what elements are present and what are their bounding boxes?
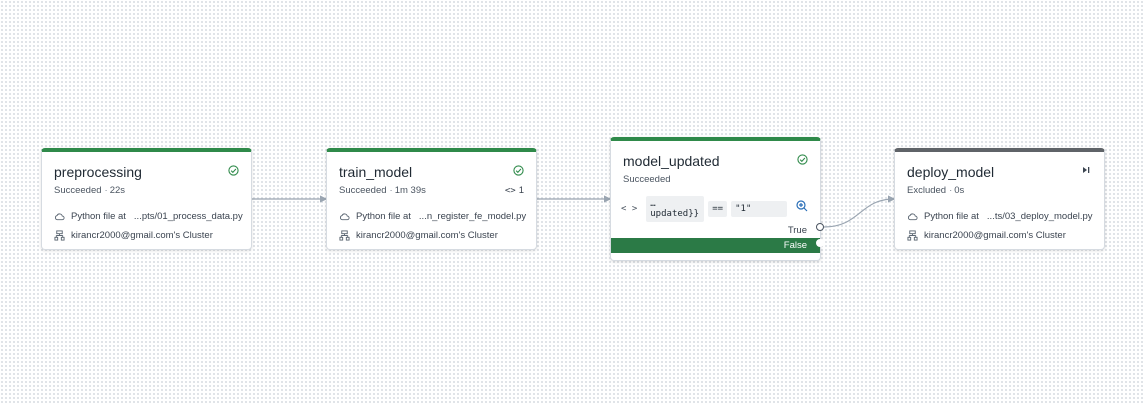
file-path[interactable]: ...n_register_fe_model.py (418, 211, 527, 222)
task-status: Excluded·0s (907, 185, 964, 196)
code-brackets-icon: <> (504, 186, 516, 196)
separator: · (949, 185, 953, 196)
task-status: Succeeded (623, 174, 671, 185)
cluster-icon (54, 230, 65, 241)
task-node-model-updated[interactable]: model_updated Succeeded < > …updated}} =… (610, 137, 821, 261)
cloud-icon (55, 213, 65, 221)
file-path[interactable]: ...ts/03_deploy_model.py (986, 211, 1093, 222)
zoom-in-icon[interactable] (796, 200, 808, 212)
file-label: Python file at (356, 211, 411, 222)
status-text: Succeeded (339, 185, 387, 196)
skip-forward-icon (1083, 167, 1090, 173)
duration-text: 22s (109, 185, 126, 196)
check-circle-icon (228, 165, 239, 176)
file-path[interactable]: ...pts/01_process_data.py (133, 211, 243, 222)
task-file-row: Python file at ...pts/01_process_data.py (54, 211, 243, 222)
task-node-train-model[interactable]: train_model Succeeded·1m 39s <>1 Python … (326, 148, 537, 250)
branch-true: True (611, 224, 820, 238)
cluster-name[interactable]: kirancr2000@gmail.com's Cluster (356, 230, 498, 241)
cluster-icon (907, 230, 918, 241)
cloud-icon (340, 213, 350, 221)
false-label: False (783, 240, 807, 251)
task-cluster-row: kirancr2000@gmail.com's Cluster (907, 230, 1066, 241)
task-title: preprocessing (54, 164, 142, 180)
status-text: Succeeded (623, 174, 671, 185)
condition-expression: < > …updated}} == "1" (621, 196, 791, 222)
task-title: train_model (339, 164, 413, 180)
right-operand: "1" (731, 201, 788, 217)
task-cluster-row: kirancr2000@gmail.com's Cluster (339, 230, 498, 241)
operator: == (708, 201, 728, 217)
separator: · (389, 185, 393, 196)
cloud-icon (908, 213, 918, 221)
task-cluster-row: kirancr2000@gmail.com's Cluster (54, 230, 213, 241)
duration-text: 1m 39s (394, 185, 426, 196)
left-operand: …updated}} (646, 196, 705, 222)
separator: · (104, 185, 108, 196)
file-label: Python file at (71, 211, 126, 222)
check-circle-icon (797, 154, 808, 165)
cluster-name[interactable]: kirancr2000@gmail.com's Cluster (924, 230, 1066, 241)
file-label: Python file at (924, 211, 979, 222)
cluster-name[interactable]: kirancr2000@gmail.com's Cluster (71, 230, 213, 241)
task-status: Succeeded·1m 39s (339, 185, 426, 196)
task-title: deploy_model (907, 164, 995, 180)
task-file-row: Python file at ...ts/03_deploy_model.py (907, 211, 1093, 222)
branch-false: False (611, 238, 820, 253)
true-label: True (787, 225, 807, 236)
code-icon: < > (621, 204, 638, 214)
task-status: Succeeded·22s (54, 185, 125, 196)
cluster-icon (339, 230, 350, 241)
task-node-preprocessing[interactable]: preprocessing Succeeded·22s Python file … (41, 148, 252, 250)
duration-text: 0s (954, 185, 965, 196)
iterations-count: 1 (518, 185, 524, 196)
false-output-port[interactable] (816, 239, 824, 247)
status-text: Excluded (907, 185, 947, 196)
check-circle-icon (513, 165, 524, 176)
iterations-badge[interactable]: <>1 (505, 185, 524, 196)
edge-true-to-deploy-model (823, 195, 896, 228)
task-title: model_updated (623, 153, 720, 169)
task-node-deploy-model[interactable]: deploy_model Excluded·0s Python file at … (894, 148, 1105, 250)
true-output-port[interactable] (816, 223, 824, 231)
status-text: Succeeded (54, 185, 102, 196)
task-file-row: Python file at ...n_register_fe_model.py (339, 211, 526, 222)
